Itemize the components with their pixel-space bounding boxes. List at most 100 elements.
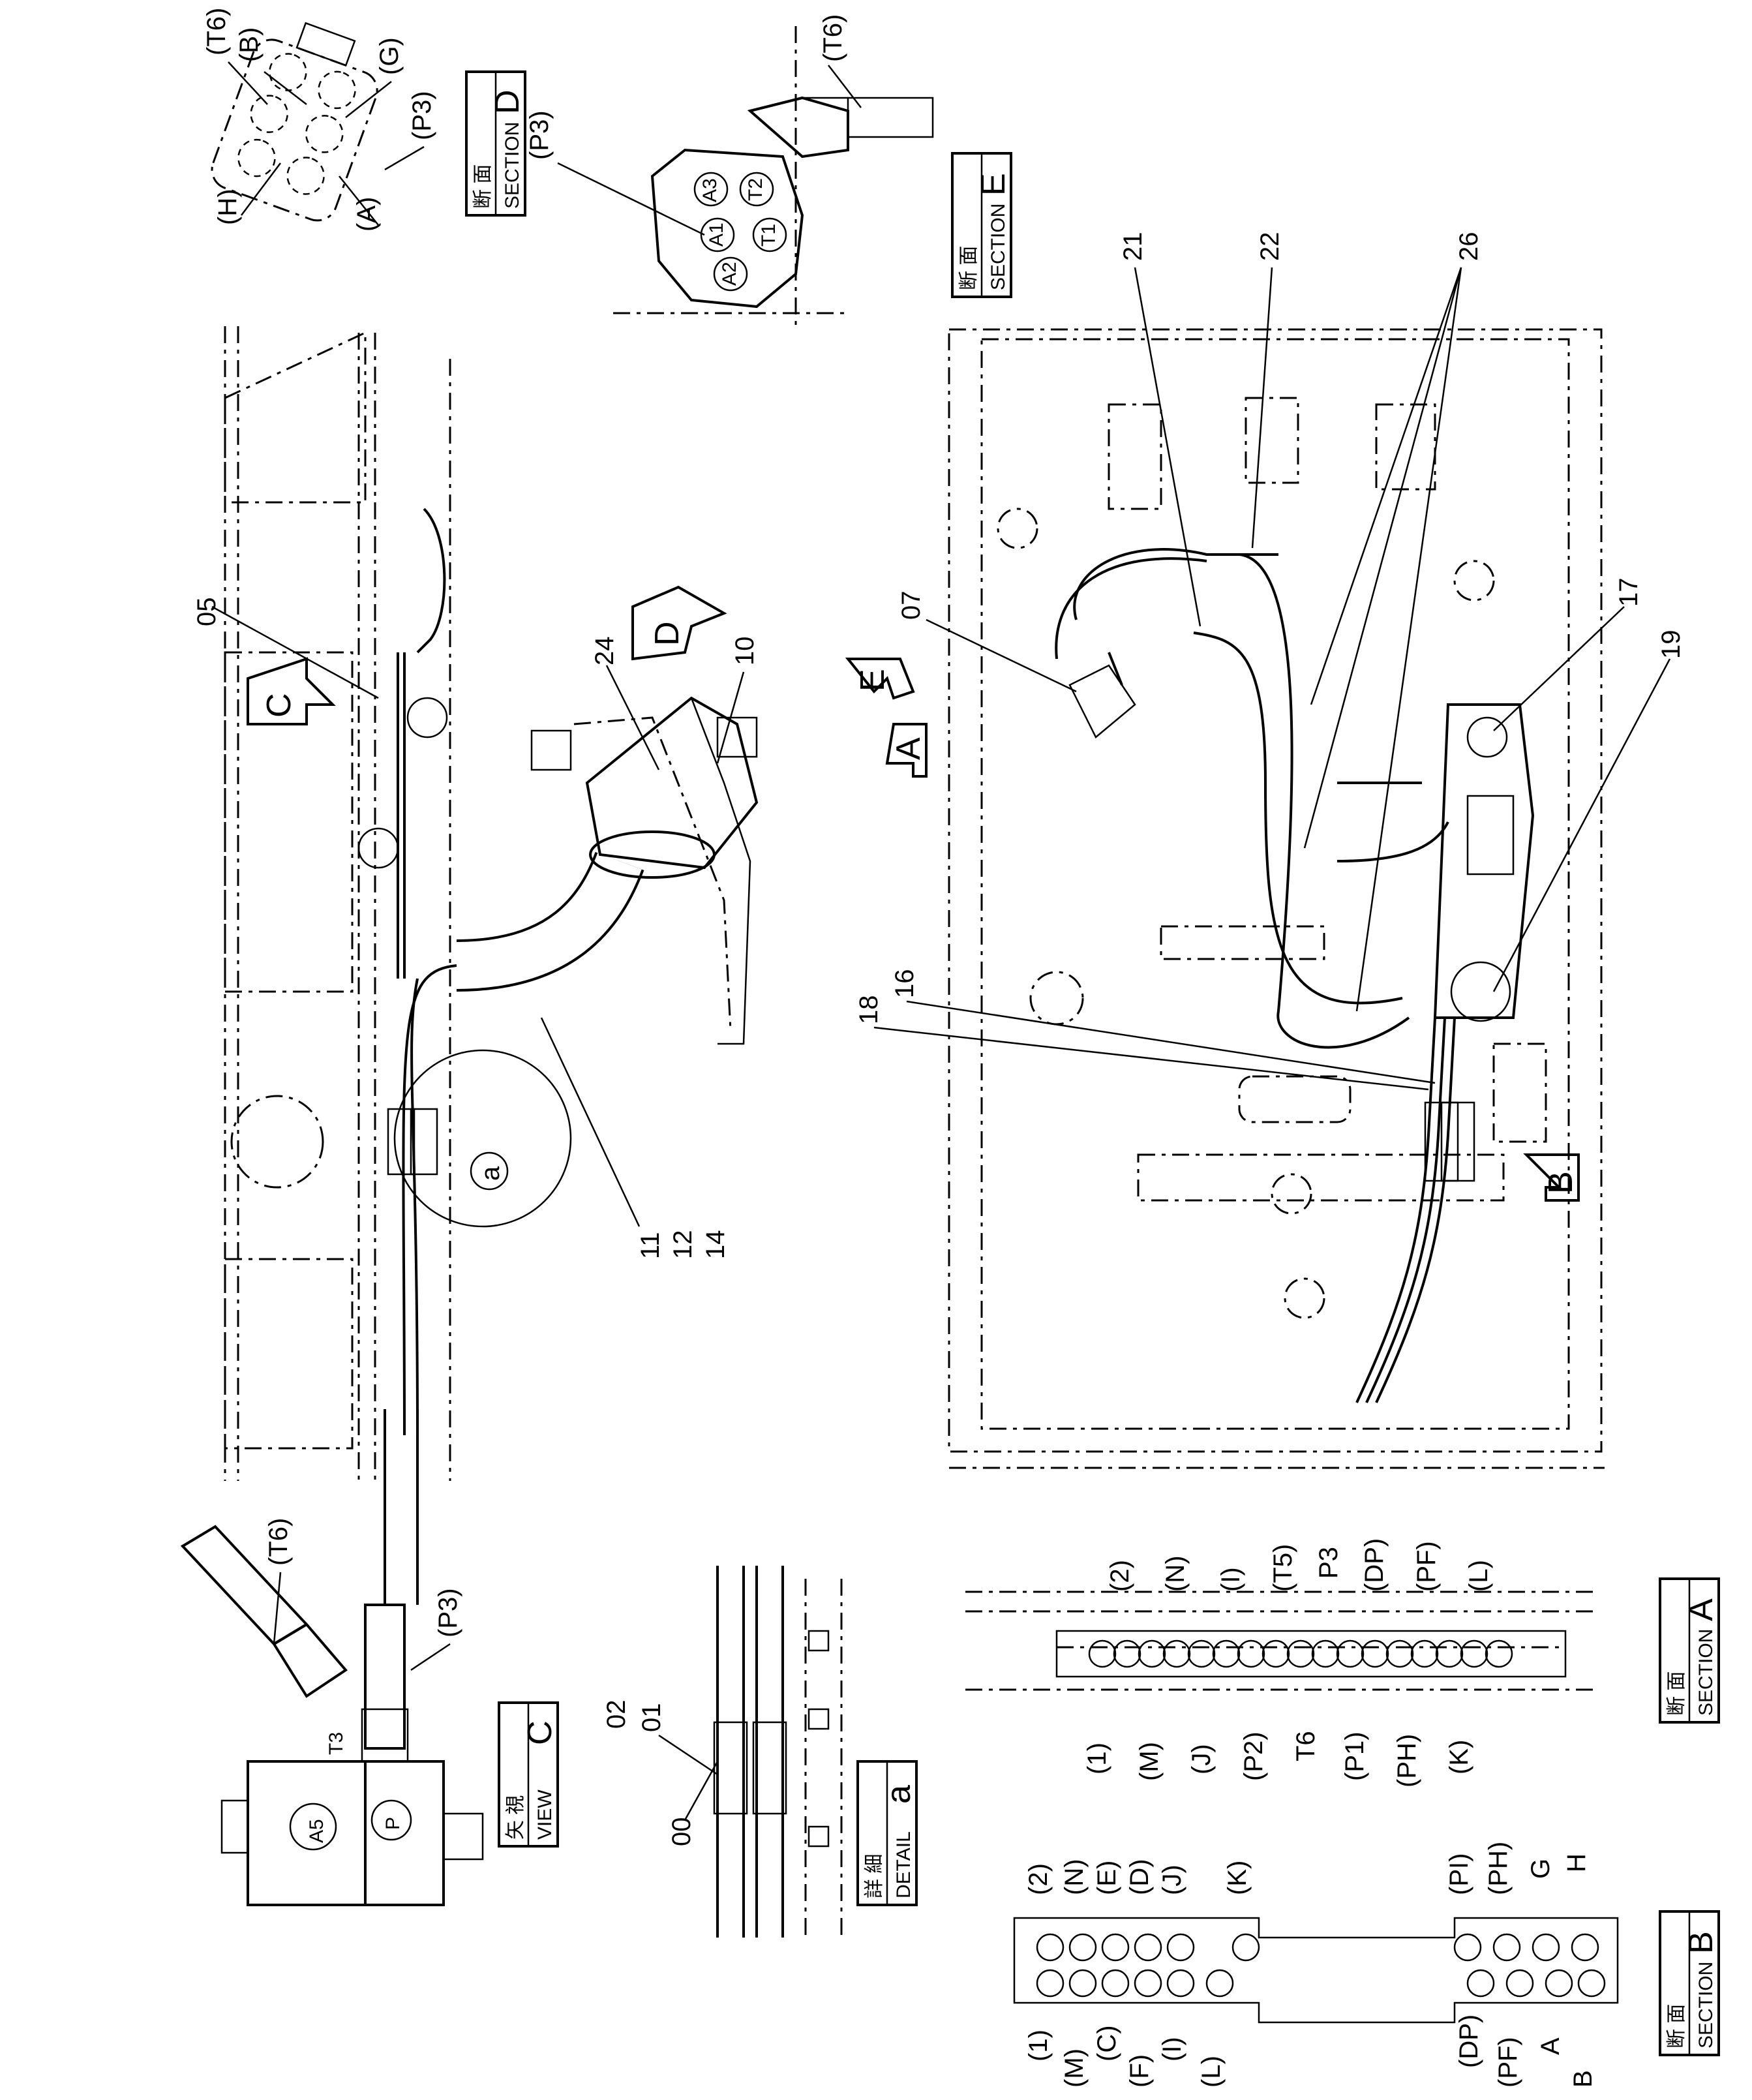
port-label: (1)	[1083, 1742, 1111, 1774]
port-label: (DP)	[1455, 2015, 1483, 2068]
hose-ref: 12	[669, 1230, 697, 1260]
port-label: (J)	[1158, 1864, 1186, 1895]
view-arrow-d: D	[631, 585, 727, 661]
port-label: (P3)	[408, 91, 436, 140]
view-arrow-b: B	[1523, 1153, 1580, 1202]
right-frame-view: E A B 21 22 26 07 17 19 16 18	[845, 232, 1685, 1469]
title-jp: 詳 細	[864, 1854, 885, 1898]
view-arrow-e: E	[845, 658, 915, 700]
valve-mark: A3	[699, 178, 721, 202]
port-label: (N)	[1161, 1555, 1190, 1592]
title-en: DETAIL	[893, 1831, 914, 1898]
detail-ref: 01	[637, 1703, 666, 1733]
port-label: (DP)	[1360, 1538, 1389, 1592]
view-arrow-c: C	[247, 657, 336, 725]
port-label: (F)	[1125, 2054, 1154, 2088]
title-letter: D	[489, 89, 526, 114]
title-jp: 矢 視	[505, 1795, 526, 1840]
valve-mark: A1	[706, 222, 727, 247]
arrow-label: E	[854, 669, 892, 692]
detail-ref: 00	[667, 1818, 696, 1847]
part-ref: 17	[1614, 578, 1643, 607]
section-e-title-block: 断 面 SECTION E	[951, 152, 1012, 298]
port-label: P3	[1314, 1547, 1343, 1579]
part-ref: 26	[1455, 232, 1483, 262]
detail-marker: a	[476, 1166, 505, 1181]
part-ref: 19	[1657, 630, 1685, 660]
port-label: (E)	[1093, 1861, 1121, 1895]
port-label: (2)	[1106, 1560, 1134, 1592]
port-label: (PH)	[1393, 1734, 1421, 1788]
port-label: (M)	[1060, 2048, 1089, 2088]
section-a-title-block: 断 面 SECTION A	[1659, 1577, 1720, 1724]
port-label: B	[1569, 2070, 1597, 2088]
port-label: (L)	[1197, 2056, 1226, 2088]
valve-mark: T2	[745, 178, 766, 201]
port-label: (M)	[1135, 1742, 1164, 1781]
port-label: (J)	[1187, 1744, 1216, 1774]
part-ref: 05	[192, 598, 221, 627]
part-ref: 21	[1119, 232, 1147, 262]
port-label: (T6)	[202, 8, 231, 55]
port-label: (P3)	[434, 1588, 462, 1637]
part-ref: 10	[731, 637, 759, 666]
title-jp: 断 面	[472, 164, 494, 209]
arrow-label: B	[1542, 1171, 1580, 1194]
port-label: (C)	[1093, 2025, 1121, 2062]
title-en: VIEW	[534, 1789, 556, 1840]
port-label: H	[1562, 1853, 1591, 1872]
title-letter: A	[1682, 1598, 1720, 1621]
arrow-label: D	[648, 621, 686, 646]
detail-ref: 02	[602, 1700, 631, 1729]
port-label: (N)	[1060, 1859, 1089, 1895]
section-b-view: (2) (N) (E) (D) (J) (K) (PI) (PH) G H (1…	[1013, 1842, 1720, 2088]
detail-a-title-block: 詳 細 DETAIL a	[856, 1760, 918, 1906]
section-b-ports	[1036, 1933, 1606, 1998]
port-label: (L)	[1464, 1560, 1493, 1592]
part-ref: 16	[890, 969, 919, 999]
title-letter: a	[880, 1785, 918, 1804]
section-d-title-block: 断 面 SECTION D	[465, 70, 526, 217]
port-label: (I)	[1158, 2037, 1186, 2062]
view-arrow-a: A	[885, 723, 928, 778]
port-label: T6	[1291, 1731, 1320, 1761]
port-label: (1)	[1024, 2030, 1053, 2062]
hose-ref: 11	[636, 1232, 665, 1259]
port-label: G	[1526, 1859, 1555, 1879]
part-ref: 18	[854, 996, 883, 1025]
port-label: (A)	[352, 197, 381, 232]
title-jp: 断 面	[1666, 1671, 1687, 1716]
port-label: (D)	[1125, 1859, 1154, 1895]
port-label: (PF)	[1412, 1541, 1441, 1592]
view-c-view: T3 A5 P (T6) (P3) 矢 視 VIEW C	[180, 1409, 559, 1906]
title-en: SECTION	[988, 204, 1009, 290]
part-ref: 24	[590, 637, 619, 666]
title-en: SECTION	[502, 122, 523, 209]
hose-ref: 14	[701, 1230, 730, 1260]
valve-mark: T1	[758, 224, 779, 247]
part-ref: 07	[897, 591, 926, 620]
port-label: (P3)	[525, 110, 554, 160]
title-en: SECTION	[1695, 1962, 1717, 2048]
arrow-label: C	[260, 693, 298, 718]
section-a-ports	[1088, 1639, 1513, 1668]
section-b-title-block: 断 面 SECTION B	[1659, 1910, 1720, 2056]
valve-mark: A5	[306, 1819, 327, 1843]
port-label: (K)	[1223, 1861, 1252, 1895]
left-frame-view: a C D 05 24 10 11 12 14	[192, 326, 759, 1481]
port-label: (I)	[1216, 1567, 1245, 1592]
section-d-view: (T6) (B) (G) (P3) (H) (A) 断 面 SECTION D	[202, 8, 526, 232]
valve-mark: P	[382, 1817, 404, 1830]
port-label: A	[1536, 2037, 1565, 2055]
port-label: (T6)	[264, 1518, 293, 1566]
port-label: (PI)	[1445, 1853, 1473, 1895]
section-a-view: (2) (N) (I) (T5) P3 (DP) (PF) (L) (1) (M…	[965, 1538, 1720, 1788]
port-label: (PH)	[1484, 1842, 1513, 1895]
port-label: (T6)	[819, 14, 847, 62]
title-jp: 断 面	[958, 246, 980, 290]
view-c-title-block: 矢 視 VIEW C	[498, 1701, 559, 1848]
title-jp: 断 面	[1666, 2004, 1687, 2048]
port-label: (PF)	[1494, 2037, 1522, 2088]
port-label: (K)	[1445, 1740, 1473, 1774]
